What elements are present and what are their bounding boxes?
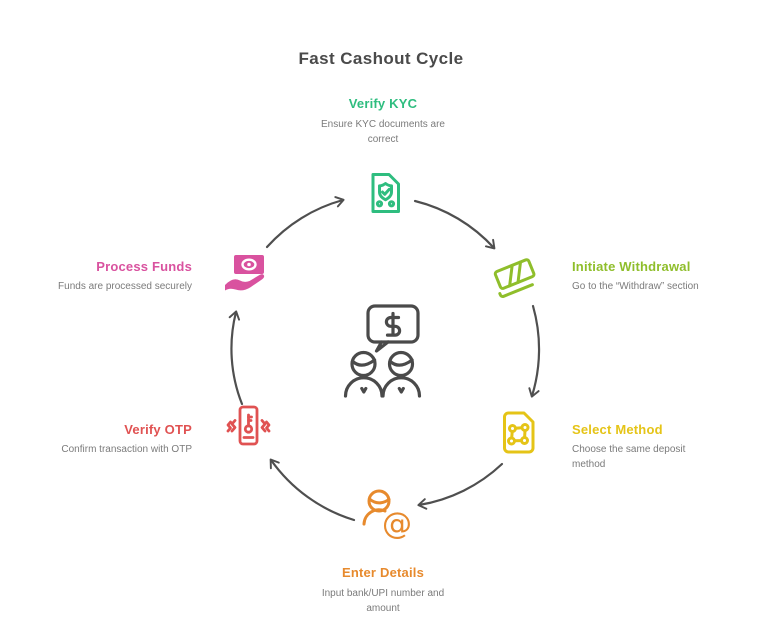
svg-text:@: @ [382,507,412,542]
certificate-document-icon [362,171,406,215]
payment-conversation-icon [341,299,425,403]
arrow-initiate-withdrawal-to-select-method [528,304,541,398]
user-at-sign-icon: @ [360,486,416,542]
step-title-verify-otp: Verify OTP [124,422,192,437]
step-title-enter-details: Enter Details [341,565,425,580]
step-description-select-method: Choose the same deposit method [572,444,686,470]
step-enter-details: Enter Details Input bank/UPI number and … [283,565,483,616]
step-verify-otp: Verify OTP Confirm transaction with OTP [12,422,192,457]
sim-card-icon [495,409,542,456]
step-description-process-funds: Funds are processed securely [58,281,192,292]
phone-key-icon [222,404,274,454]
arrow-process-funds-to-verify-kyc [265,196,345,249]
cash-notes-icon [490,250,540,300]
step-description-verify-kyc: Ensure KYC documents are correct [321,119,445,145]
step-description-initiate-withdrawal: Go to the “Withdraw” section [572,281,699,292]
step-title-verify-kyc: Verify KYC [348,96,418,111]
arrow-verify-kyc-to-initiate-withdrawal [413,199,496,250]
step-verify-kyc: Verify KYC Ensure KYC documents are corr… [263,96,503,147]
step-process-funds: Process Funds Funds are processed secure… [12,259,192,294]
step-initiate-withdrawal: Initiate Withdrawal Go to the “Withdraw”… [572,259,757,294]
arrow-enter-details-to-verify-otp [269,458,356,522]
page-title: Fast Cashout Cycle [298,49,464,68]
step-description-enter-details: Input bank/UPI number and amount [321,588,445,614]
step-description-verify-otp: Confirm transaction with OTP [61,444,192,455]
step-title-process-funds: Process Funds [96,259,192,274]
step-title-select-method: Select Method [572,422,663,437]
arrow-select-method-to-enter-details [417,462,504,510]
arrow-verify-otp-to-process-funds [228,310,244,406]
step-title-initiate-withdrawal: Initiate Withdrawal [572,259,691,274]
hand-money-icon [221,251,269,299]
step-select-method: Select Method Choose the same deposit me… [572,422,757,472]
